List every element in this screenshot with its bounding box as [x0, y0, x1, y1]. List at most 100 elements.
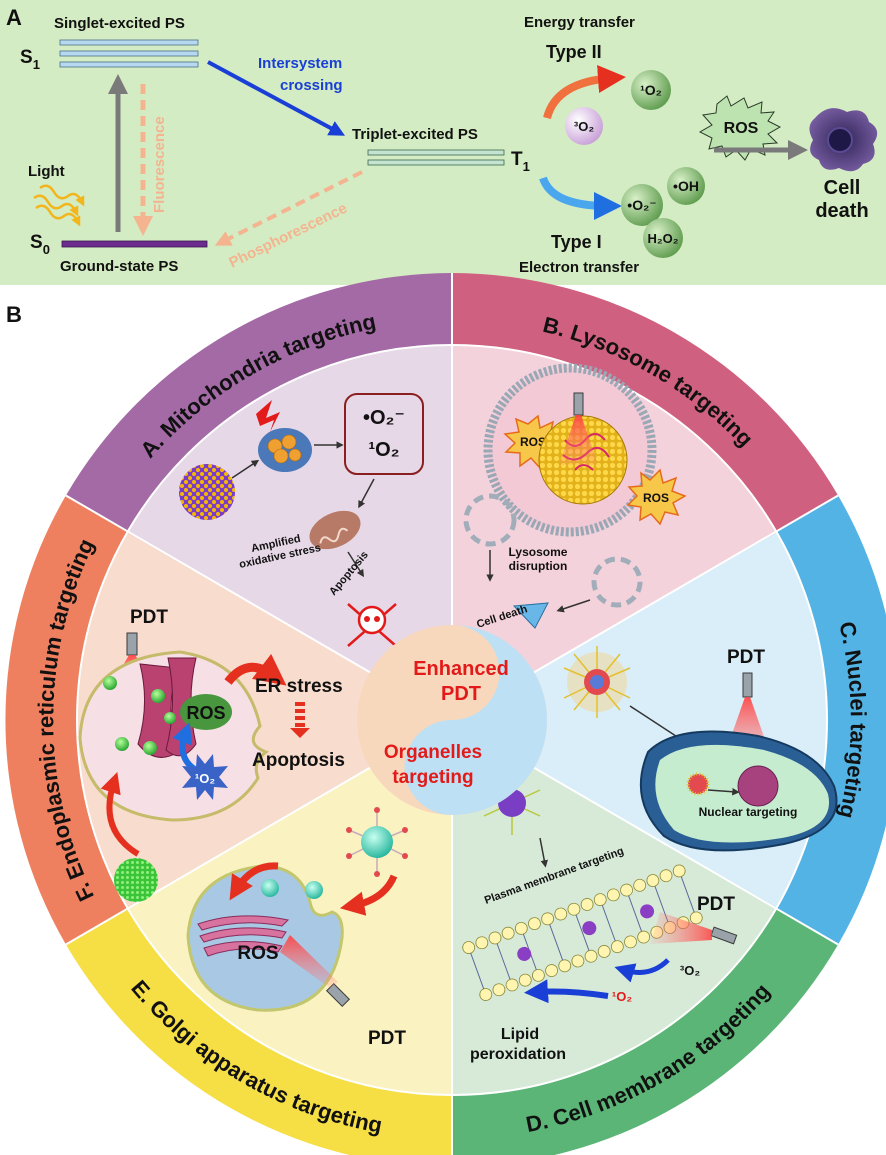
- golgi-stack-icon: [197, 915, 290, 957]
- er-red-arrow-in: [100, 772, 140, 857]
- membrane-arrow-1: [539, 837, 548, 868]
- cell-death-text-1: Cell: [824, 177, 861, 199]
- skull-crossbones-icon: [347, 603, 397, 647]
- dead-cell-nucleus: [827, 127, 853, 153]
- light-text: Light: [28, 163, 65, 180]
- golgi-ros-text: ROS: [237, 943, 278, 964]
- hydroxyl-text: •OH: [673, 178, 699, 194]
- nuclei-arrow-1: [629, 705, 686, 743]
- t1-symbol: T1: [511, 149, 530, 174]
- isc-text-2: crossing: [280, 77, 343, 94]
- t1-energy-levels: [367, 149, 505, 166]
- mito-nanoparticle: [179, 464, 235, 520]
- singlet-o2-bubble: [631, 70, 671, 110]
- membrane-singlet-text: ¹O₂: [612, 989, 632, 1004]
- nucleus-micelle-small: [686, 772, 710, 796]
- nucleus-icon: [737, 765, 779, 807]
- er-ros-cloud-icon: [180, 694, 232, 730]
- panel-a-label: A: [6, 5, 22, 30]
- lipid-text-1: Lipid: [501, 1026, 539, 1043]
- h2o2-bubble: [643, 218, 683, 258]
- membrane-laser-beam: [650, 912, 712, 944]
- golgi-laser-beam: [280, 935, 338, 988]
- singlet-o2-text: ¹O₂: [640, 82, 662, 98]
- type1-text: Type I: [551, 232, 602, 252]
- center-bottom-text-1: Organelles: [384, 742, 482, 763]
- lightning-icon: [256, 400, 280, 432]
- lyso-ros-text-2: ROS: [643, 491, 669, 505]
- er-green-particles: [103, 676, 176, 755]
- lyso-ros-text-1: ROS: [520, 435, 546, 449]
- disrupted-lysosome-2: [591, 556, 643, 608]
- lyso-arrow-2: [556, 599, 591, 613]
- s0-energy-level: [61, 240, 208, 248]
- mito-arrow-1: [231, 459, 260, 479]
- light-waves-icon: [33, 184, 85, 227]
- mito-ros-box: [344, 393, 424, 475]
- panel-b-label: B: [6, 302, 22, 327]
- lyso-disruption-text-1: Lysosome: [509, 545, 568, 559]
- type2-text: Type II: [546, 42, 602, 62]
- er-laser-head: [126, 632, 138, 656]
- type1-curved-arrow: [539, 176, 622, 220]
- superoxide-text: •O₂⁻: [627, 197, 656, 213]
- er-singlet-text: ¹O₂: [195, 771, 215, 786]
- er-green-nanoparticle: [114, 858, 158, 902]
- h2o2-text: H₂O₂: [647, 231, 678, 246]
- lyso-disruption-text-2: disruption: [509, 559, 568, 573]
- type2-curved-arrow: [543, 65, 626, 120]
- triplet-label: Triplet-excited PS: [352, 126, 478, 143]
- mitochondrion-cristae: [319, 527, 349, 544]
- nuclei-pdt-text: PDT: [727, 647, 765, 668]
- membrane-triplet-text: ³O₂: [680, 963, 700, 978]
- isc-arrow: [207, 60, 346, 136]
- lyso-laser-beam: [559, 415, 598, 465]
- golgi-inner-arrow: [229, 862, 279, 901]
- ros-text: ROS: [724, 120, 759, 137]
- golgi-nanoparticle: [346, 807, 408, 877]
- triplet-o2-bubble: [565, 107, 603, 145]
- hydroxyl-bubble: [667, 167, 705, 205]
- center-top-text-2: PDT: [441, 683, 481, 705]
- golgi-entry-arrow: [339, 874, 398, 916]
- golgi-pdt-text: PDT: [368, 1028, 406, 1049]
- membrane-laser-head: [710, 926, 738, 945]
- singlet-label: Singlet-excited PS: [54, 15, 185, 32]
- lyso-ros-burst-2: [626, 468, 687, 526]
- s1-energy-levels: [59, 39, 199, 68]
- energy-transfer-text: Energy transfer: [524, 14, 635, 31]
- isc-text-1: Intersystem: [258, 55, 342, 72]
- phosphorescence-arrow: [214, 170, 363, 246]
- mito-arrow-3: [358, 478, 375, 509]
- er-red-arrow-up: [224, 653, 287, 686]
- center-yin-yang: [357, 625, 547, 815]
- mito-superoxide-text: •O₂⁻: [363, 407, 405, 429]
- electron-transfer-text: Electron transfer: [519, 259, 639, 276]
- s1-symbol: S1: [20, 47, 40, 72]
- lipid-bilayer-icon: [462, 864, 703, 1001]
- membrane-blue-arrow-2: [524, 979, 609, 1004]
- lipid-text-2: peroxidation: [470, 1046, 566, 1063]
- superoxide-bubble: [621, 184, 663, 226]
- membrane-pdt-text: PDT: [697, 894, 735, 915]
- er-dashed-arrow-down: [290, 702, 310, 738]
- er-stress-text: ER stress: [255, 676, 343, 697]
- disrupted-lysosome-1: [463, 493, 517, 547]
- mito-orange-particles: [267, 434, 302, 464]
- lyso-laser-head: [573, 392, 584, 416]
- er-pdt-text: PDT: [130, 607, 168, 628]
- mito-singlet-text: ¹O₂: [368, 439, 399, 461]
- er-singlet-o2-star: [182, 754, 228, 800]
- center-top-text-1: Enhanced: [413, 658, 509, 680]
- fluorescence-text: Fluorescence: [151, 116, 168, 213]
- lyso-cell-death-icon: [512, 602, 549, 629]
- s0-symbol: S0: [30, 232, 50, 257]
- nuclear-targeting-text: Nuclear targeting: [699, 805, 798, 819]
- nuclei-laser-head: [742, 672, 753, 698]
- center-bottom-text-2: targeting: [392, 767, 473, 788]
- triplet-o2-text: ³O₂: [574, 119, 594, 134]
- micelle-icon: [563, 646, 631, 718]
- mito-arrow-4: [347, 551, 365, 578]
- er-ros-text: ROS: [186, 703, 225, 723]
